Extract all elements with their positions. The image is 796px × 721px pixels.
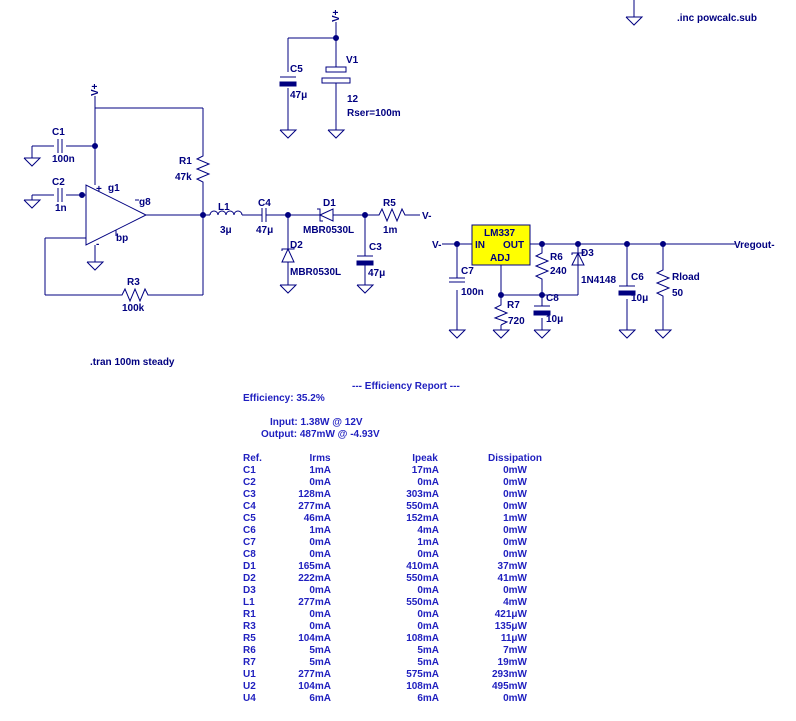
c5-ref: C5 — [290, 64, 303, 75]
inductor-l1[interactable] — [209, 210, 243, 216]
junction-dot — [200, 212, 206, 218]
resistor-r7[interactable] — [493, 302, 509, 326]
regulator-pin-adj: ADJ — [490, 253, 510, 264]
voltage-source-v1[interactable] — [321, 64, 351, 100]
c2-value: 1n — [55, 203, 67, 214]
opamp-wiring — [23, 96, 210, 296]
r7-ref: R7 — [507, 300, 520, 311]
d2-ref: D2 — [290, 240, 303, 251]
c3-value: 47μ — [368, 268, 385, 279]
r3-value: 100k — [122, 303, 145, 314]
r7-value: 720 — [508, 316, 525, 327]
capacitor-c1[interactable] — [57, 139, 63, 153]
capacitor-c3[interactable] — [356, 215, 375, 294]
rload-ref: Rload — [672, 272, 700, 283]
capacitor-c6[interactable] — [618, 285, 636, 296]
c2-ref: C2 — [52, 177, 65, 188]
regulator-pin-in: IN — [475, 240, 485, 251]
c8-ref: C8 — [546, 293, 559, 304]
v1-rser: Rser=100m — [347, 108, 401, 119]
resistor-r6[interactable] — [534, 250, 550, 285]
r1-ref: R1 — [179, 156, 192, 167]
ground-symbol — [625, 0, 644, 26]
junction-dot — [498, 292, 504, 298]
resistor-rload[interactable] — [655, 266, 671, 300]
capacitor-c5[interactable] — [279, 76, 297, 87]
capacitor-c4[interactable] — [261, 208, 267, 222]
regulator-pin-out: OUT — [503, 240, 524, 251]
junction-dot — [624, 241, 630, 247]
diode-d3[interactable] — [571, 251, 585, 266]
capacitor-c8[interactable] — [533, 305, 551, 316]
capacitor-c2[interactable] — [57, 188, 63, 202]
c6-value: 10μ — [631, 293, 648, 304]
junction-dot — [92, 143, 98, 149]
c7-value: 100n — [461, 287, 484, 298]
r3-ref: R3 — [127, 277, 140, 288]
regulator-lm337[interactable] — [471, 224, 531, 266]
junction-dot — [539, 292, 545, 298]
supply-section — [279, 22, 346, 139]
opamp-pin-bp: bp — [116, 233, 128, 244]
opamp-plus: + — [96, 184, 102, 195]
c5-value: 47μ — [290, 90, 307, 101]
c6-ref: C6 — [631, 272, 644, 283]
r5-value: 1m — [383, 225, 398, 236]
diode-d2[interactable] — [279, 215, 298, 294]
c3-ref: C3 — [369, 242, 382, 253]
net-label-vregout: Vregout- — [734, 240, 775, 251]
opamp-u1[interactable] — [85, 184, 148, 246]
regulator-name: LM337 — [484, 228, 516, 239]
c7-ref: C7 — [461, 266, 474, 277]
r6-ref: R6 — [550, 252, 563, 263]
junction-dot — [362, 212, 368, 218]
opamp-minus: - — [96, 239, 99, 250]
junction-dot — [333, 35, 339, 41]
c4-value: 47μ — [256, 225, 273, 236]
c1-value: 100n — [52, 154, 75, 165]
net-label-vplus-top: V+ — [331, 9, 342, 22]
rload-value: 50 — [672, 288, 684, 299]
opamp-pin-g1: g1 — [108, 183, 120, 194]
d3-value: 1N4148 — [581, 275, 616, 286]
resistor-r1[interactable] — [195, 152, 211, 185]
l1-ref: L1 — [218, 202, 230, 213]
opamp-pin-g8: g8 — [139, 197, 151, 208]
c1-ref: C1 — [52, 127, 65, 138]
l1-value: 3μ — [220, 225, 232, 236]
r5-ref: R5 — [383, 198, 396, 209]
d1-value: MBR0530L — [303, 225, 354, 236]
d3-ref: D3 — [581, 248, 594, 259]
resistor-r5[interactable] — [375, 207, 420, 223]
capacitor-c7[interactable] — [449, 277, 465, 283]
junction-dot — [660, 241, 666, 247]
r6-value: 240 — [550, 266, 567, 277]
junction-dot — [575, 241, 581, 247]
junction-dot — [454, 241, 460, 247]
d1-ref: D1 — [323, 198, 336, 209]
diode-d1[interactable] — [317, 208, 334, 222]
net-label-vminus-r5: V- — [422, 211, 431, 222]
v1-ref: V1 — [346, 55, 359, 66]
net-label-vplus-opamp: V+ — [90, 83, 101, 96]
r1-value: 47k — [175, 172, 192, 183]
v1-value: 12 — [347, 94, 359, 105]
junction-dot — [539, 241, 545, 247]
c8-value: 10μ — [546, 314, 563, 325]
directive-tran: .tran 100m steady — [90, 357, 175, 368]
resistor-r3[interactable] — [118, 287, 150, 303]
junction-dot — [79, 192, 85, 198]
net-label-vminus-reg: V- — [432, 240, 441, 251]
d2-value: MBR0530L — [290, 267, 341, 278]
junction-dot — [285, 212, 291, 218]
c4-ref: C4 — [258, 198, 271, 209]
directive-include: .inc powcalc.sub — [677, 13, 757, 24]
